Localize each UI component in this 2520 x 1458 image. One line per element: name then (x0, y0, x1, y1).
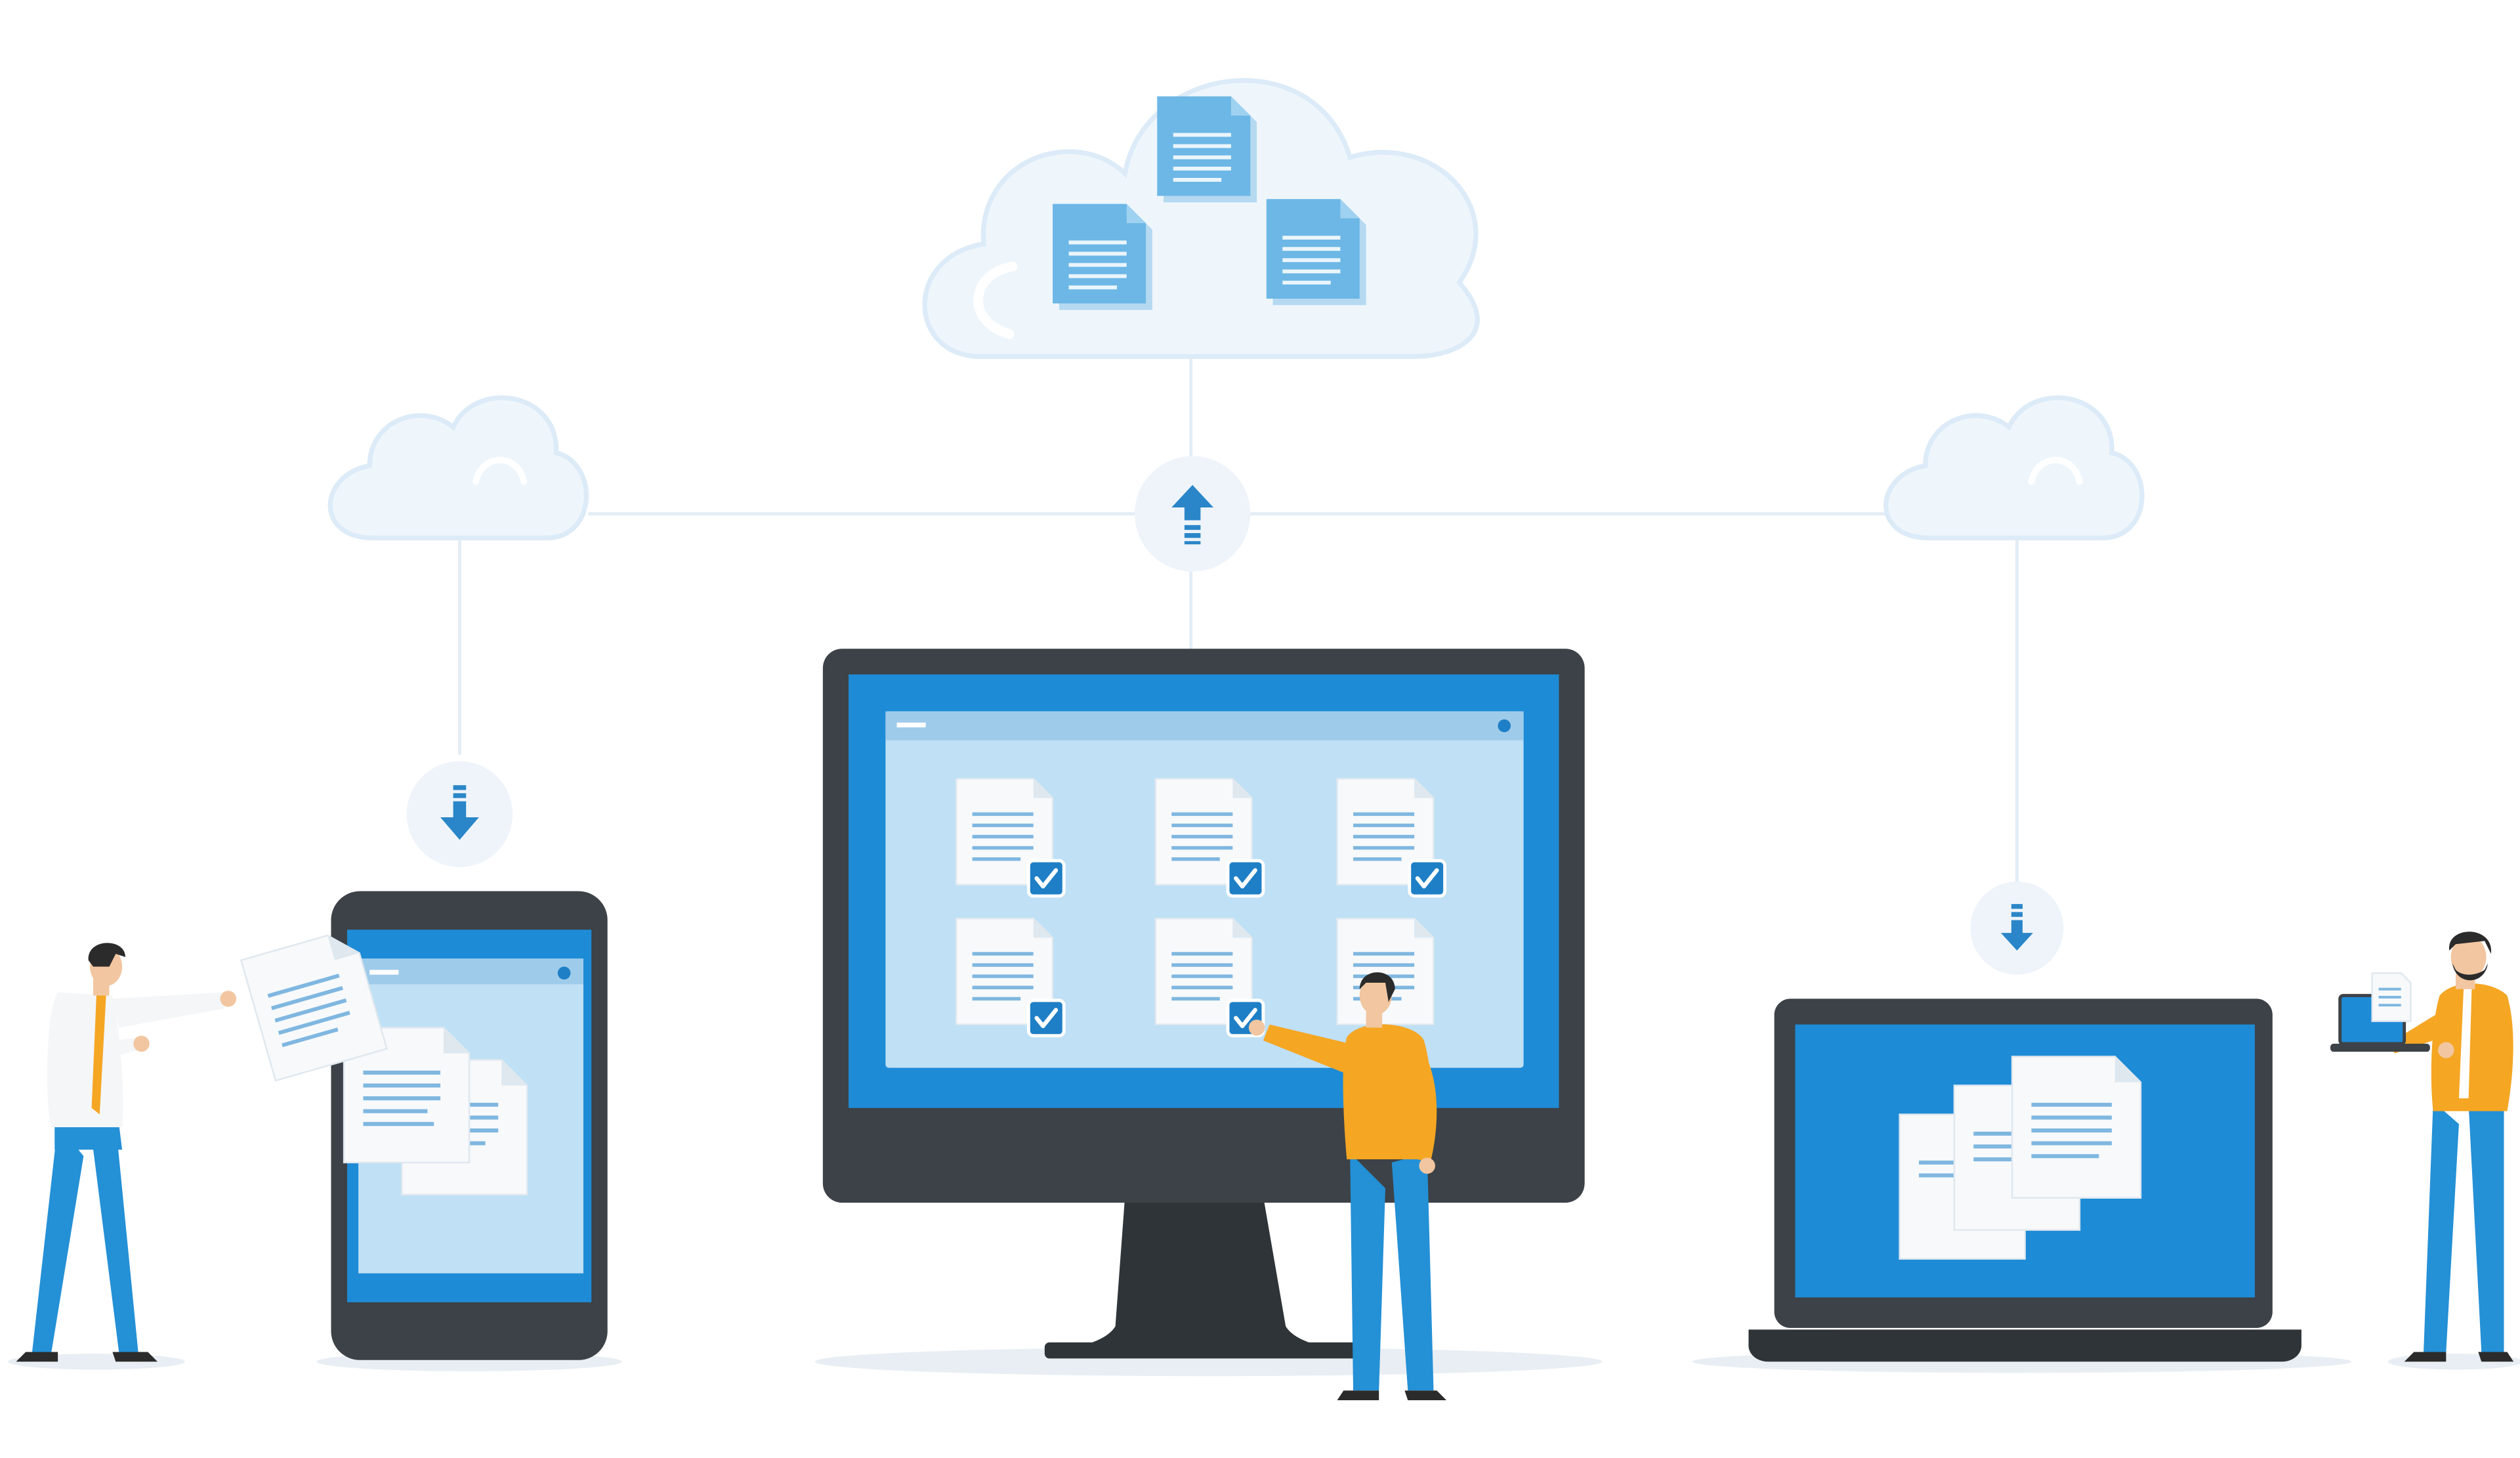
document-icon (2011, 1056, 2142, 1199)
file-icon (955, 778, 1066, 898)
laptop-document-stack (1899, 1056, 2142, 1260)
person-with-laptop (2330, 932, 2514, 1362)
document-icon (343, 1027, 471, 1164)
small-laptop-icon (2330, 972, 2430, 1052)
check-icon (1408, 859, 1447, 898)
left-cloud-icon (327, 395, 589, 541)
check-icon (1226, 859, 1265, 898)
held-document-icon (240, 934, 388, 1082)
file-icon (955, 917, 1066, 1038)
file-icon (1154, 778, 1265, 898)
desktop-file-grid (955, 778, 1447, 1038)
tablet-document-stack (343, 1027, 528, 1196)
info-icon (1498, 719, 1511, 733)
person-with-document (16, 934, 388, 1362)
cloud-document-icon (1157, 96, 1257, 203)
upload-arrow-icon (1134, 456, 1251, 572)
download-arrow-icon (406, 761, 513, 867)
cloud-document-icon (1266, 199, 1366, 305)
right-cloud-icon (1883, 395, 2145, 541)
check-icon (1026, 859, 1066, 898)
check-icon (1026, 998, 1066, 1038)
download-arrow-icon (1970, 881, 2064, 975)
file-icon (1154, 917, 1265, 1038)
cloud-document-icon (1053, 204, 1152, 311)
person-pointing-at-screen (1248, 972, 1447, 1400)
file-icon (1336, 778, 1447, 898)
info-icon (557, 966, 571, 980)
